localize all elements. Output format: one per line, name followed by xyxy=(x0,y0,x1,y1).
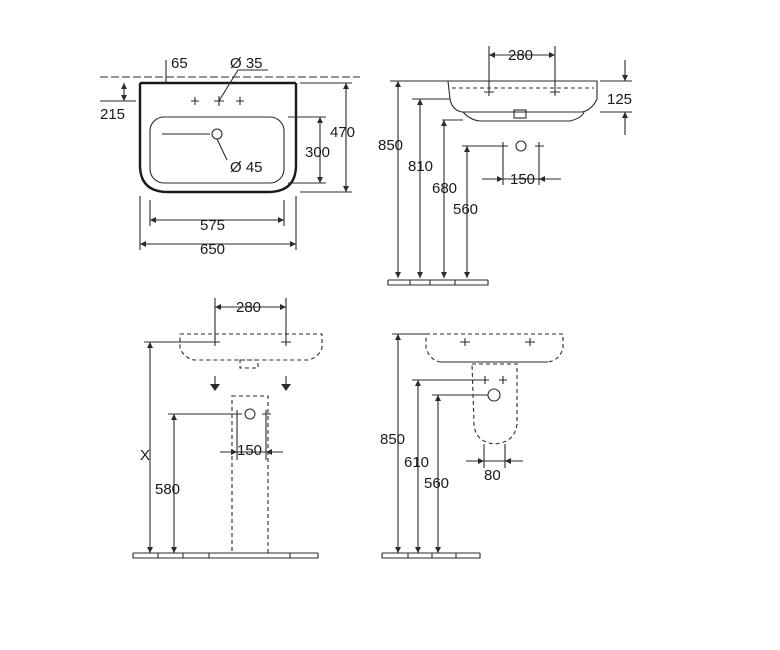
bowl-outline xyxy=(149,116,285,184)
dim-depth-total: 470 xyxy=(330,124,355,141)
side-view: 280 125 850 810 680 560 150 xyxy=(378,46,632,286)
dim-side-underside: 810 xyxy=(408,158,433,175)
basin-side xyxy=(447,80,598,113)
dim-front-supply-height: 580 xyxy=(155,481,180,498)
dim-side-supply: 680 xyxy=(432,180,457,197)
dim-offset: 65 xyxy=(171,55,188,72)
dim-bowl-depth: 300 xyxy=(305,144,330,161)
basin-front xyxy=(179,333,323,361)
dim-depth-tap: 215 xyxy=(100,106,125,123)
dim-side-pedestal-width: 80 xyxy=(484,467,501,484)
dim-side-basin-width: 280 xyxy=(508,47,533,64)
top-view: 65 Ø 35 215 470 300 Ø 45 575 650 xyxy=(100,55,360,258)
basin-outline xyxy=(138,83,298,194)
basin-side-pedestal xyxy=(425,333,564,363)
waste-hole xyxy=(211,128,223,140)
dim-front-basin-width: 280 xyxy=(236,299,261,316)
dim-sp-rim-height: 850 xyxy=(380,431,405,448)
dim-total-width: 650 xyxy=(200,241,225,258)
dim-sp-supply: 610 xyxy=(404,454,429,471)
dim-front-supply-spacing: 150 xyxy=(237,442,262,459)
dim-side-supply-spacing: 150 xyxy=(510,171,535,188)
tap-holes xyxy=(191,96,244,106)
dim-tap-hole: Ø 35 xyxy=(230,55,263,72)
dim-bowl-width: 575 xyxy=(200,217,225,234)
dim-front-variable: X xyxy=(140,447,150,464)
front-pedestal-view: 280 150 X 580 xyxy=(132,298,323,559)
dim-sp-waste: 560 xyxy=(424,475,449,492)
dim-side-waste: 560 xyxy=(453,201,478,218)
dim-waste: Ø 45 xyxy=(230,159,263,176)
dim-side-rim-height: 850 xyxy=(378,137,403,154)
pedestal-side xyxy=(471,363,518,445)
side-pedestal-view: 80 850 610 560 xyxy=(380,333,564,559)
dim-side-basin-height: 125 xyxy=(607,91,632,108)
